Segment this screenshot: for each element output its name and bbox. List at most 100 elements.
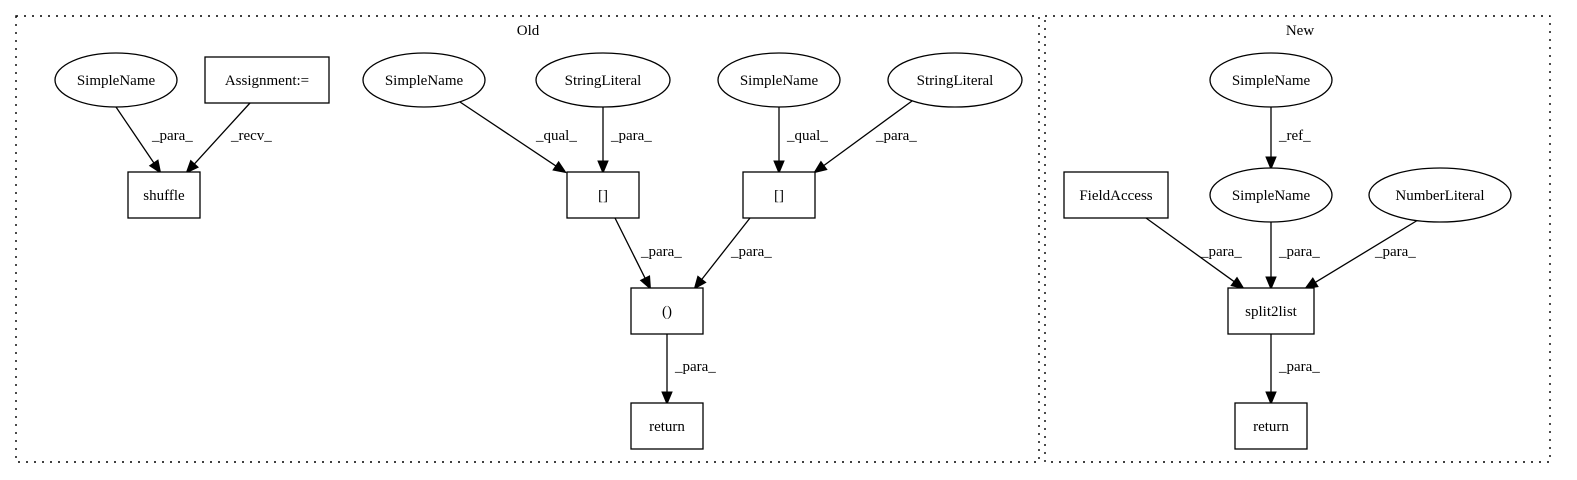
node-label: Assignment:= [225, 73, 309, 89]
node-o_shuffle: shuffle [127, 171, 201, 219]
edge-label: _ref_ [1278, 128, 1311, 144]
node-n_num: NumberLiteral [1368, 167, 1512, 223]
edge-line [1145, 217, 1235, 283]
node-ellipse [362, 52, 486, 108]
cluster-border [1044, 15, 1551, 463]
node-ellipse [54, 52, 178, 108]
node-label: return [1253, 419, 1289, 435]
node-box [204, 56, 330, 104]
edge-label: _para_ [1278, 359, 1320, 375]
node-o_sn2: SimpleName [362, 52, 486, 108]
edge-line [193, 102, 251, 165]
node-o_sn1: SimpleName [54, 52, 178, 108]
edge-o_sn2-to-o_idx1: _qual_ [459, 101, 577, 174]
node-label: [] [598, 188, 608, 204]
node-box [566, 171, 640, 219]
node-n_split: split2list [1227, 287, 1315, 335]
edge-n_sn_top-to-n_sn_mid: _ref_ [1265, 107, 1311, 171]
node-o_assign: Assignment:= [204, 56, 330, 104]
edge-o_paren-to-o_return: _para_ [661, 334, 716, 406]
node-box [630, 287, 704, 335]
node-o_sn3: SimpleName [717, 52, 841, 108]
edge-n_sn_mid-to-n_split: _para_ [1265, 222, 1320, 291]
edge-line [459, 101, 557, 167]
node-ellipse [887, 52, 1023, 108]
edge-arrowhead [552, 160, 567, 174]
node-n_sn_mid: SimpleName [1209, 167, 1333, 223]
cluster-old: Old [15, 15, 1040, 463]
edge-arrowhead [813, 160, 828, 174]
node-label: SimpleName [1232, 73, 1311, 89]
edge-arrowhead [1230, 276, 1245, 290]
node-label: StringLiteral [565, 73, 642, 89]
edge-line [701, 217, 751, 280]
cluster-label: New [1286, 23, 1314, 39]
node-ellipse [1209, 167, 1333, 223]
node-box [1063, 171, 1169, 219]
node-box [630, 402, 704, 450]
node-o_sl1: StringLiteral [535, 52, 671, 108]
node-label: SimpleName [1232, 188, 1311, 204]
node-ellipse [1209, 52, 1333, 108]
edge-arrowhead [1265, 156, 1277, 171]
node-label: shuffle [143, 188, 185, 204]
node-label: return [649, 419, 685, 435]
edge-line [115, 106, 155, 164]
node-ellipse [717, 52, 841, 108]
edge-o_idx2-to-o_paren: _para_ [693, 217, 772, 290]
edge-label: _para_ [1278, 244, 1320, 260]
node-o_idx2: [] [742, 171, 816, 219]
edge-line [614, 217, 646, 279]
edge-o_sn3-to-o_idx2: _qual_ [773, 107, 828, 175]
edge-o_assign-to-o_shuffle: _recv_ [185, 102, 272, 174]
node-label: FieldAccess [1079, 188, 1152, 204]
node-n_sn_top: SimpleName [1209, 52, 1333, 108]
node-ellipse [1368, 167, 1512, 223]
node-o_paren: () [630, 287, 704, 335]
edge-label: _para_ [151, 128, 193, 144]
edge-label: _para_ [730, 244, 772, 260]
edge-arrowhead [1265, 276, 1277, 291]
edge-label: _qual_ [535, 128, 577, 144]
edge-arrowhead [1265, 391, 1277, 406]
node-label: NumberLiteral [1395, 188, 1484, 204]
edge-label: _qual_ [786, 128, 828, 144]
node-n_fa: FieldAccess [1063, 171, 1169, 219]
node-box [1227, 287, 1315, 335]
node-ellipse [535, 52, 671, 108]
edge-line [823, 100, 913, 167]
edge-n_num-to-n_split: _para_ [1304, 219, 1419, 290]
edge-label: _para_ [640, 244, 682, 260]
node-label: SimpleName [385, 73, 464, 89]
node-label: () [662, 304, 672, 320]
edge-arrowhead [661, 391, 673, 406]
edge-arrowhead [773, 160, 785, 175]
edge-label: _para_ [610, 128, 652, 144]
node-n_return: return [1234, 402, 1308, 450]
edge-o_sn1-to-o_shuffle: _para_ [115, 106, 193, 174]
node-box [1234, 402, 1308, 450]
node-label: StringLiteral [917, 73, 994, 89]
node-label: SimpleName [740, 73, 819, 89]
node-box [742, 171, 816, 219]
edge-arrowhead [693, 275, 707, 290]
edge-arrowhead [1304, 277, 1319, 290]
edge-o_sl1-to-o_idx1: _para_ [597, 107, 652, 175]
edge-o_sl2-to-o_idx2: _para_ [813, 100, 917, 174]
edge-label: _recv_ [230, 128, 272, 144]
node-box [127, 171, 201, 219]
edge-arrowhead [639, 275, 652, 291]
edge-arrowhead [185, 159, 200, 174]
edge-n_fa-to-n_split: _para_ [1145, 217, 1245, 290]
node-o_sl2: StringLiteral [887, 52, 1023, 108]
edge-label: _para_ [674, 359, 716, 375]
node-label: SimpleName [77, 73, 156, 89]
edge-o_idx1-to-o_paren: _para_ [614, 217, 682, 291]
edge-label: _para_ [1374, 244, 1416, 260]
cluster-label: Old [517, 23, 540, 39]
cluster-new: New [1044, 15, 1551, 463]
node-o_idx1: [] [566, 171, 640, 219]
edge-label: _para_ [1200, 244, 1242, 260]
edge-arrowhead [597, 160, 609, 175]
